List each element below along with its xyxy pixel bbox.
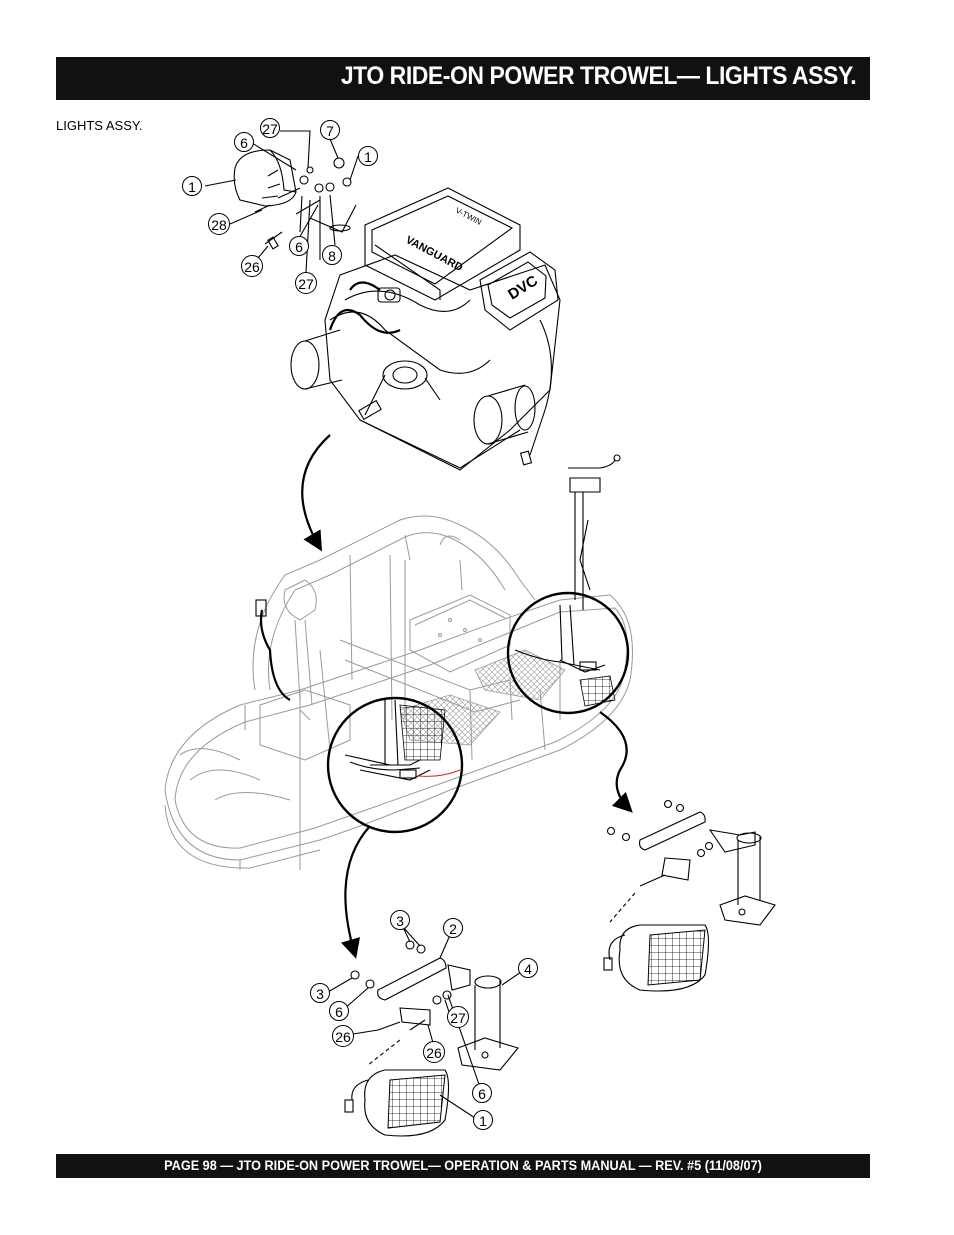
section-label: LIGHTS ASSY. <box>56 118 143 133</box>
callouts-bottom: 3 2 4 3 6 27 26 26 6 1 <box>310 910 538 1130</box>
page-title-bar: JTO RIDE-ON POWER TROWEL— LIGHTS ASSY. <box>56 57 870 100</box>
svg-text:28: 28 <box>211 217 227 233</box>
svg-text:6: 6 <box>478 1086 486 1102</box>
svg-text:6: 6 <box>335 1004 343 1020</box>
svg-text:4: 4 <box>524 961 532 977</box>
callout-1-top-left: 1 <box>182 176 202 196</box>
detail-circle-left <box>326 696 464 834</box>
callout-1-bottom: 1 <box>473 1110 493 1130</box>
callout-7-top: 7 <box>320 120 340 140</box>
callout-3-bottom-upper: 3 <box>390 910 410 930</box>
svg-text:1: 1 <box>479 1113 487 1129</box>
svg-text:26: 26 <box>244 259 260 275</box>
top-light-assembly <box>233 149 357 260</box>
right-light-assembly <box>603 799 776 992</box>
callout-3-bottom-lower: 3 <box>310 983 330 1003</box>
svg-text:8: 8 <box>328 248 336 264</box>
svg-text:2: 2 <box>449 921 457 937</box>
arrow-left-detail <box>341 825 371 959</box>
svg-text:27: 27 <box>298 276 314 292</box>
svg-text:3: 3 <box>396 913 404 929</box>
page-footer: PAGE 98 — JTO RIDE-ON POWER TROWEL— OPER… <box>164 1158 762 1173</box>
callout-27-top-lower: 27 <box>295 272 317 294</box>
callouts-top: 27 6 7 1 1 28 6 8 26 27 <box>182 118 378 294</box>
detail-circle-right <box>506 591 630 715</box>
callout-1-top-right: 1 <box>358 146 378 166</box>
callout-4-bottom: 4 <box>518 958 538 978</box>
svg-text:6: 6 <box>240 135 248 151</box>
svg-text:26: 26 <box>426 1045 442 1061</box>
engine-model-text: V-TWIN <box>454 206 483 227</box>
callout-27-bottom: 27 <box>447 1006 469 1028</box>
svg-text:27: 27 <box>262 121 278 137</box>
callout-26-bottom-left: 26 <box>332 1025 354 1047</box>
callout-6-top: 6 <box>234 132 254 152</box>
bottom-light-assembly <box>344 940 519 1137</box>
callout-8-top: 8 <box>322 245 342 265</box>
callout-27-top: 27 <box>260 118 280 138</box>
callout-26-bottom-right: 26 <box>423 1041 445 1063</box>
callout-2-bottom: 2 <box>443 918 463 938</box>
engine-brand-text: VANGUARD <box>404 234 465 274</box>
svg-text:27: 27 <box>450 1010 466 1026</box>
arrow-engine-to-frame <box>301 434 331 552</box>
svg-text:7: 7 <box>326 123 334 139</box>
svg-text:3: 3 <box>316 986 324 1002</box>
leader-lines-top <box>204 130 359 273</box>
callout-28-top: 28 <box>208 213 230 235</box>
svg-text:26: 26 <box>335 1029 351 1045</box>
svg-text:1: 1 <box>188 179 196 195</box>
svg-text:1: 1 <box>364 149 372 165</box>
callout-6-bottom: 6 <box>329 1001 349 1021</box>
engine-illustration: VANGUARD V-TWIN DVC <box>290 187 561 471</box>
callout-6-bottom-lower: 6 <box>472 1083 492 1103</box>
page-title: JTO RIDE-ON POWER TROWEL— LIGHTS ASSY. <box>340 62 857 90</box>
svg-text:6: 6 <box>295 239 303 255</box>
callout-26-top: 26 <box>241 255 263 277</box>
arrow-right-detail <box>599 711 633 813</box>
callout-6-top-lower: 6 <box>289 236 309 256</box>
page-footer-bar: PAGE 98 — JTO RIDE-ON POWER TROWEL— OPER… <box>56 1154 870 1178</box>
